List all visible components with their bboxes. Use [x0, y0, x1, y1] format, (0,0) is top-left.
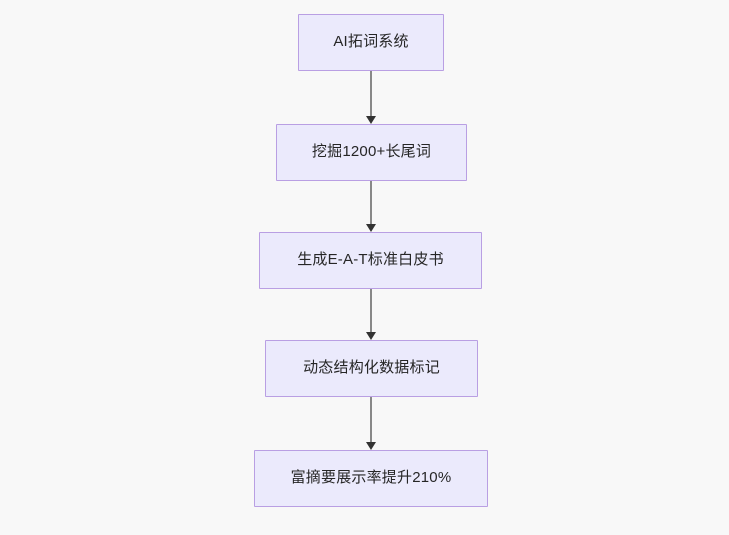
flow-node-label: 动态结构化数据标记: [303, 359, 440, 377]
flow-node-generate-eat-whitepaper[interactable]: 生成E-A-T标准白皮书: [259, 232, 482, 289]
flow-edge-line-1: [370, 71, 372, 116]
flow-node-dynamic-structured-data-markup[interactable]: 动态结构化数据标记: [265, 340, 478, 397]
flow-edge-line-3: [370, 289, 372, 332]
arrow-down-icon: [366, 224, 376, 232]
flow-node-label: 富摘要展示率提升210%: [290, 469, 452, 487]
flow-node-ai-keyword-system[interactable]: AI拓词系统: [298, 14, 444, 71]
flow-node-mine-longtail-keywords[interactable]: 挖掘1200+长尾词: [276, 124, 467, 181]
flow-node-label: 挖掘1200+长尾词: [311, 143, 432, 161]
flow-node-label: AI拓词系统: [333, 33, 409, 51]
flow-node-label: 生成E-A-T标准白皮书: [297, 251, 444, 269]
flow-node-rich-snippet-impression-lift[interactable]: 富摘要展示率提升210%: [254, 450, 488, 507]
flow-edge-line-4: [370, 397, 372, 442]
arrow-down-icon: [366, 332, 376, 340]
arrow-down-icon: [366, 442, 376, 450]
arrow-down-icon: [366, 116, 376, 124]
flow-edge-line-2: [370, 181, 372, 224]
